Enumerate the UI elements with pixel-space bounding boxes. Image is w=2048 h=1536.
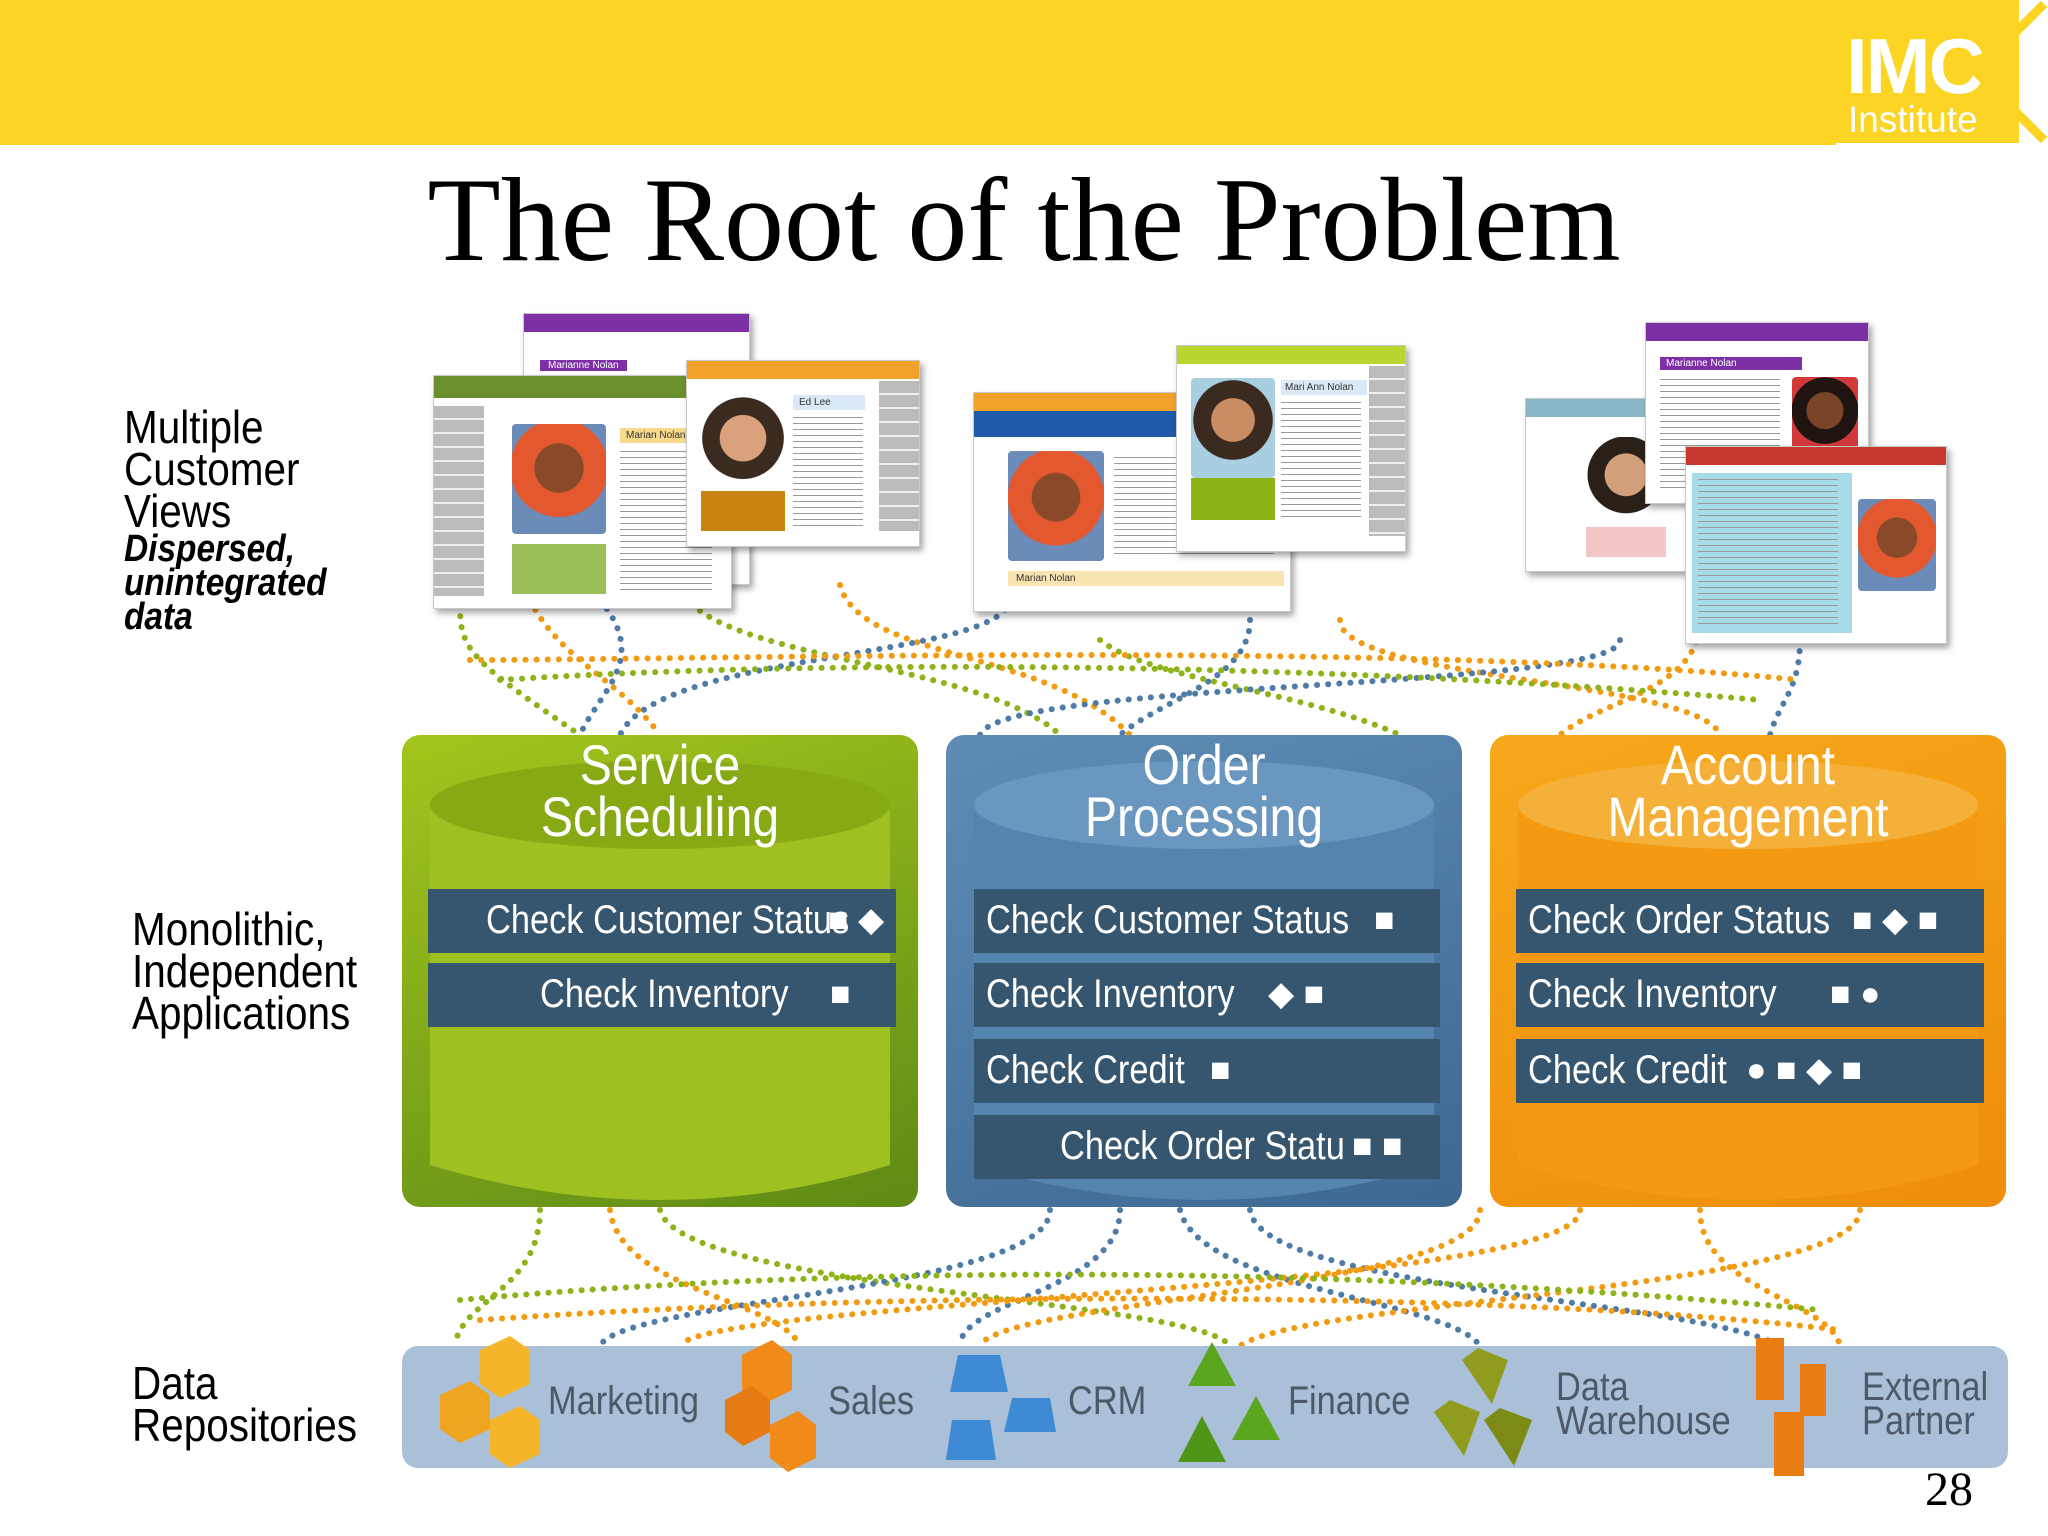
label-applications: Monolithic, Independent Applications [132, 903, 358, 1039]
repo-data-warehouse: Data Warehouse [1556, 1365, 1731, 1443]
function-check-inventory: Check Inventory ■ [428, 963, 896, 1027]
logo-text-imc: IMC [1846, 22, 1985, 110]
label-repositories: Data Repositories [132, 1357, 358, 1451]
customer-window-3: Ed Lee [686, 360, 920, 547]
customer-window-5: Mari Ann Nolan [1176, 345, 1406, 552]
top-banner [0, 0, 1836, 145]
customer-window-8 [1685, 446, 1947, 644]
slide-number: 28 [1925, 1463, 1973, 1516]
orange-columns-icon [1756, 1338, 1826, 1476]
function-check-inventory: Check Inventory ■ ● [1516, 963, 1984, 1027]
function-check-inventory: Check Inventory ◆ ■ [974, 963, 1440, 1027]
app-title: Service Scheduling [540, 735, 780, 848]
label-customer-views: Multiple Customer Views Dispersed, unint… [124, 401, 327, 638]
function-check-credit: Check Credit ● ■ ◆ ■ [1516, 1039, 1984, 1103]
logo-text-institute: Institute [1848, 99, 1978, 140]
function-check-customer-status: Check Customer Status ■ [974, 889, 1440, 953]
olive-diamonds-icon [1434, 1348, 1532, 1466]
app-service-scheduling: Service Scheduling Check Customer Status… [402, 735, 918, 1207]
orange-cubes-icon [725, 1340, 816, 1472]
function-check-order-status: Check Order Statu ■ ■ [974, 1115, 1440, 1179]
green-pyramids-icon [1178, 1342, 1280, 1462]
yellow-cubes-icon [440, 1336, 540, 1468]
repo-finance: Finance [1288, 1379, 1411, 1423]
repo-external-partner: External Partner [1862, 1365, 1989, 1443]
blue-blocks-icon [946, 1355, 1056, 1460]
repo-crm: CRM [1068, 1379, 1147, 1423]
app-title: Order Processing [1084, 735, 1324, 848]
imc-logo: IMC Institute [1836, 0, 2048, 145]
repo-sales: Sales [828, 1379, 915, 1423]
app-account-management: Account Management Check Order Status ■ … [1490, 735, 2006, 1207]
function-check-credit: Check Credit ■ [974, 1039, 1440, 1103]
customer-window-2: Marian Nolan [433, 375, 732, 609]
app-order-processing: Order Processing Check Customer Status ■… [946, 735, 1462, 1207]
app-title: Account Management [1607, 735, 1889, 848]
slide-title: The Root of the Problem [427, 153, 1621, 286]
function-check-customer-status: Check Customer Status ■ ◆ [428, 889, 896, 953]
function-check-order-status: Check Order Status ■ ◆ ■ [1516, 889, 1984, 953]
repo-marketing: Marketing [548, 1379, 700, 1423]
logo-box [1836, 0, 2019, 143]
logo-chevron-icon [1969, 0, 2048, 144]
